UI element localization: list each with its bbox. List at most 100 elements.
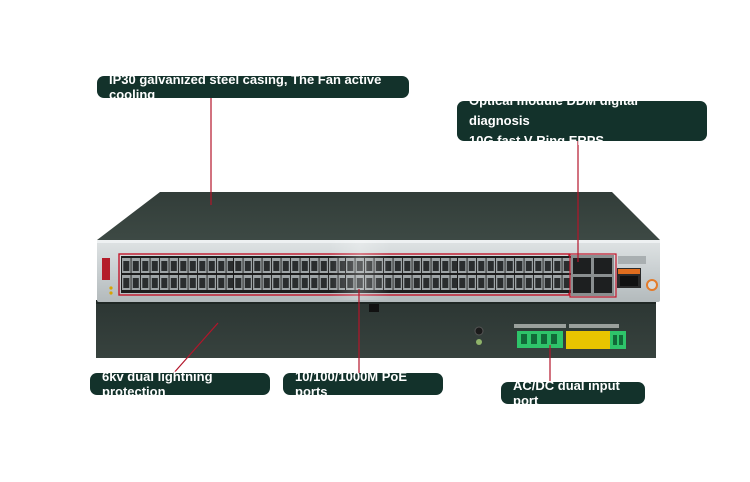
- rj45-port-socket: [497, 261, 504, 271]
- rj45-port-socket: [516, 261, 523, 271]
- rj45-port-socket: [227, 261, 234, 271]
- rj45-port-socket: [442, 278, 449, 288]
- rj45-port-socket: [442, 261, 449, 271]
- rj45-port-socket: [525, 261, 532, 271]
- rj45-port-socket: [208, 278, 215, 288]
- alarm-terminal: [566, 324, 626, 349]
- rj45-port-socket: [459, 261, 466, 271]
- rj45-port-socket: [301, 278, 308, 288]
- rj45-port-socket: [506, 261, 513, 271]
- rj45-port-socket: [132, 278, 139, 288]
- rj45-port-socket: [282, 278, 289, 288]
- port-group: [457, 256, 572, 293]
- callout-casing: IP30 galvanized steel casing, The Fan ac…: [97, 72, 409, 102]
- rj45-port-socket: [123, 278, 130, 288]
- callout-optical-text-1: Optical module DDM digital diagnosis: [469, 93, 639, 128]
- rj45-port-socket: [161, 278, 168, 288]
- rj45-port-socket: [189, 261, 196, 271]
- rj45-port-socket: [432, 278, 439, 288]
- rj45-port-socket: [151, 278, 158, 288]
- brand-label: [102, 258, 110, 280]
- rj45-port-socket: [132, 261, 139, 271]
- rj45-port-socket: [273, 278, 280, 288]
- rj45-port-socket: [199, 278, 206, 288]
- sfp-outline: [569, 253, 617, 298]
- callout-optical: Optical module DDM digital diagnosis 10G…: [457, 93, 707, 148]
- callout-poe: 10/100/1000M PoE ports: [283, 369, 443, 399]
- callout-power-text: AC/DC dual input port: [513, 378, 620, 408]
- rj45-port-socket: [404, 261, 411, 271]
- sfp-slot: [594, 277, 612, 293]
- port-group: [233, 256, 348, 293]
- sfp-slot: [594, 258, 612, 274]
- rj45-port-socket: [199, 261, 206, 271]
- rj45-port-socket: [413, 261, 420, 271]
- rj45-port-socket: [544, 278, 551, 288]
- callout-poe-text: 10/100/1000M PoE ports: [295, 369, 408, 399]
- mount-hole: [369, 304, 379, 312]
- rj45-port-socket: [244, 278, 251, 288]
- rj45-port-socket: [170, 261, 177, 271]
- rj45-port-socket: [459, 278, 466, 288]
- ac-dc-terminal: [514, 324, 566, 348]
- rj45-port-socket: [263, 278, 270, 288]
- rj45-port-socket: [432, 261, 439, 271]
- rj45-port-socket: [563, 278, 570, 288]
- rj45-port-socket: [487, 261, 494, 271]
- rj45-port-socket: [311, 261, 318, 271]
- rj45-port-socket: [394, 278, 401, 288]
- rj45-port-socket: [320, 278, 327, 288]
- rj45-port-socket: [554, 261, 561, 271]
- rj45-port-socket: [535, 278, 542, 288]
- port-group: [121, 256, 236, 293]
- rj45-port-socket: [320, 261, 327, 271]
- rj45-port-socket: [544, 261, 551, 271]
- rj45-port-socket: [554, 278, 561, 288]
- ground-terminal: [474, 326, 484, 336]
- callout-optical-text-2: 10G fast V-Ring ERPS: [469, 133, 605, 148]
- rj45-port-socket: [263, 261, 270, 271]
- rj45-port-socket: [244, 261, 251, 271]
- rj45-port-socket: [506, 278, 513, 288]
- callout-casing-text: IP30 galvanized steel casing, The Fan ac…: [109, 72, 382, 102]
- rj45-port-socket: [273, 261, 280, 271]
- led-indicator: [109, 286, 113, 290]
- rj45-port-socket: [404, 278, 411, 288]
- rj45-port-socket: [161, 261, 168, 271]
- rj45-port-socket: [563, 261, 570, 271]
- sfp-slot: [573, 277, 591, 293]
- rj45-port-socket: [180, 278, 187, 288]
- rj45-port-socket: [235, 278, 242, 288]
- rj45-port-socket: [478, 278, 485, 288]
- rj45-port-socket: [218, 278, 225, 288]
- rj45-port-socket: [468, 261, 475, 271]
- callout-lightning-text: 6kv dual lightning protection: [102, 369, 213, 399]
- rj45-port-socket: [142, 261, 149, 271]
- callout-power: AC/DC dual input port: [501, 378, 645, 408]
- rj45-port-socket: [451, 278, 458, 288]
- rj45-port-socket: [311, 278, 318, 288]
- rj45-port-socket: [218, 261, 225, 271]
- rj45-port-socket: [208, 261, 215, 271]
- sfp-slots: [573, 258, 612, 293]
- console-port-badge: [618, 269, 640, 274]
- rj45-port-socket: [142, 278, 149, 288]
- rj45-port-socket: [413, 278, 420, 288]
- rj45-port-socket: [497, 278, 504, 288]
- rj45-port-socket: [254, 261, 261, 271]
- rj45-port-socket: [170, 278, 177, 288]
- rj45-port-socket: [180, 261, 187, 271]
- rj45-port-socket: [516, 278, 523, 288]
- rj45-port-socket: [423, 261, 430, 271]
- rj45-port-socket: [282, 261, 289, 271]
- callout-lightning: 6kv dual lightning protection: [90, 369, 270, 399]
- rj45-port-socket: [423, 278, 430, 288]
- rj45-port-socket: [301, 261, 308, 271]
- rj45-port-socket: [292, 261, 299, 271]
- rj45-port-socket: [451, 261, 458, 271]
- rj45-port-socket: [487, 278, 494, 288]
- rj45-port-socket: [478, 261, 485, 271]
- rj45-port-socket: [535, 261, 542, 271]
- rj45-port-socket: [468, 278, 475, 288]
